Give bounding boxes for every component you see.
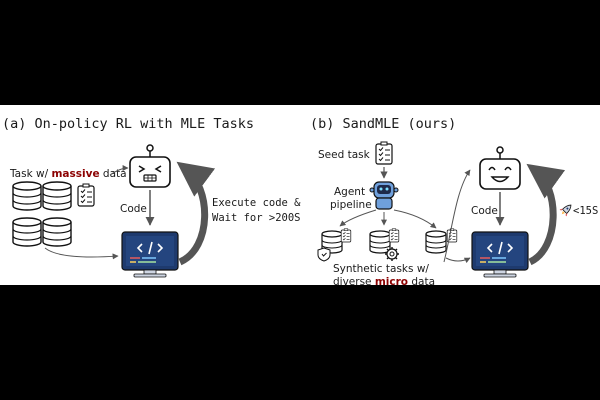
- synthetic-label-1: Synthetic tasks w/: [333, 263, 429, 275]
- robot-face-icon: [129, 144, 171, 188]
- panel-a-title: (a) On-policy RL with MLE Tasks: [2, 116, 254, 132]
- feedback-arrow-b: [526, 163, 566, 266]
- robot-face-icon: [479, 146, 521, 190]
- seed-task-label: Seed task: [318, 149, 371, 161]
- code-label-b: Code: [471, 205, 498, 217]
- database-icon: [12, 217, 42, 247]
- checklist-icon: [375, 141, 393, 165]
- code-label-a: Code: [120, 203, 147, 215]
- gear-icon: [385, 247, 399, 261]
- agent-label-2: pipeline: [330, 199, 372, 211]
- synthetic-db-2: [369, 228, 400, 261]
- checklist-icon: [77, 183, 95, 207]
- panel-b-title: (b) SandMLE (ours): [310, 116, 456, 132]
- shield-icon: [317, 247, 331, 262]
- synthetic-label-2: diverse micro data: [333, 276, 435, 288]
- checklist-icon: [340, 228, 352, 243]
- database-icon: [42, 217, 72, 247]
- agent-label-1: Agent: [334, 186, 365, 198]
- synthetic-db-1: [317, 228, 352, 262]
- execute-line-1: Execute code &: [212, 197, 301, 209]
- checklist-icon: [388, 228, 400, 243]
- database-icon: [42, 181, 72, 211]
- feedback-arrow-a: [176, 161, 216, 266]
- rocket-icon: [559, 204, 572, 217]
- monitor-code-icon: [471, 231, 529, 278]
- database-icon: [12, 181, 42, 211]
- monitor-code-icon: [121, 231, 179, 278]
- time-label: <15S: [573, 205, 598, 217]
- database-icon: [425, 230, 447, 254]
- agent-robot-icon: [369, 181, 399, 210]
- execute-line-2: Wait for >200S: [212, 212, 301, 224]
- task-massive-label: Task w/ massive data: [9, 168, 127, 180]
